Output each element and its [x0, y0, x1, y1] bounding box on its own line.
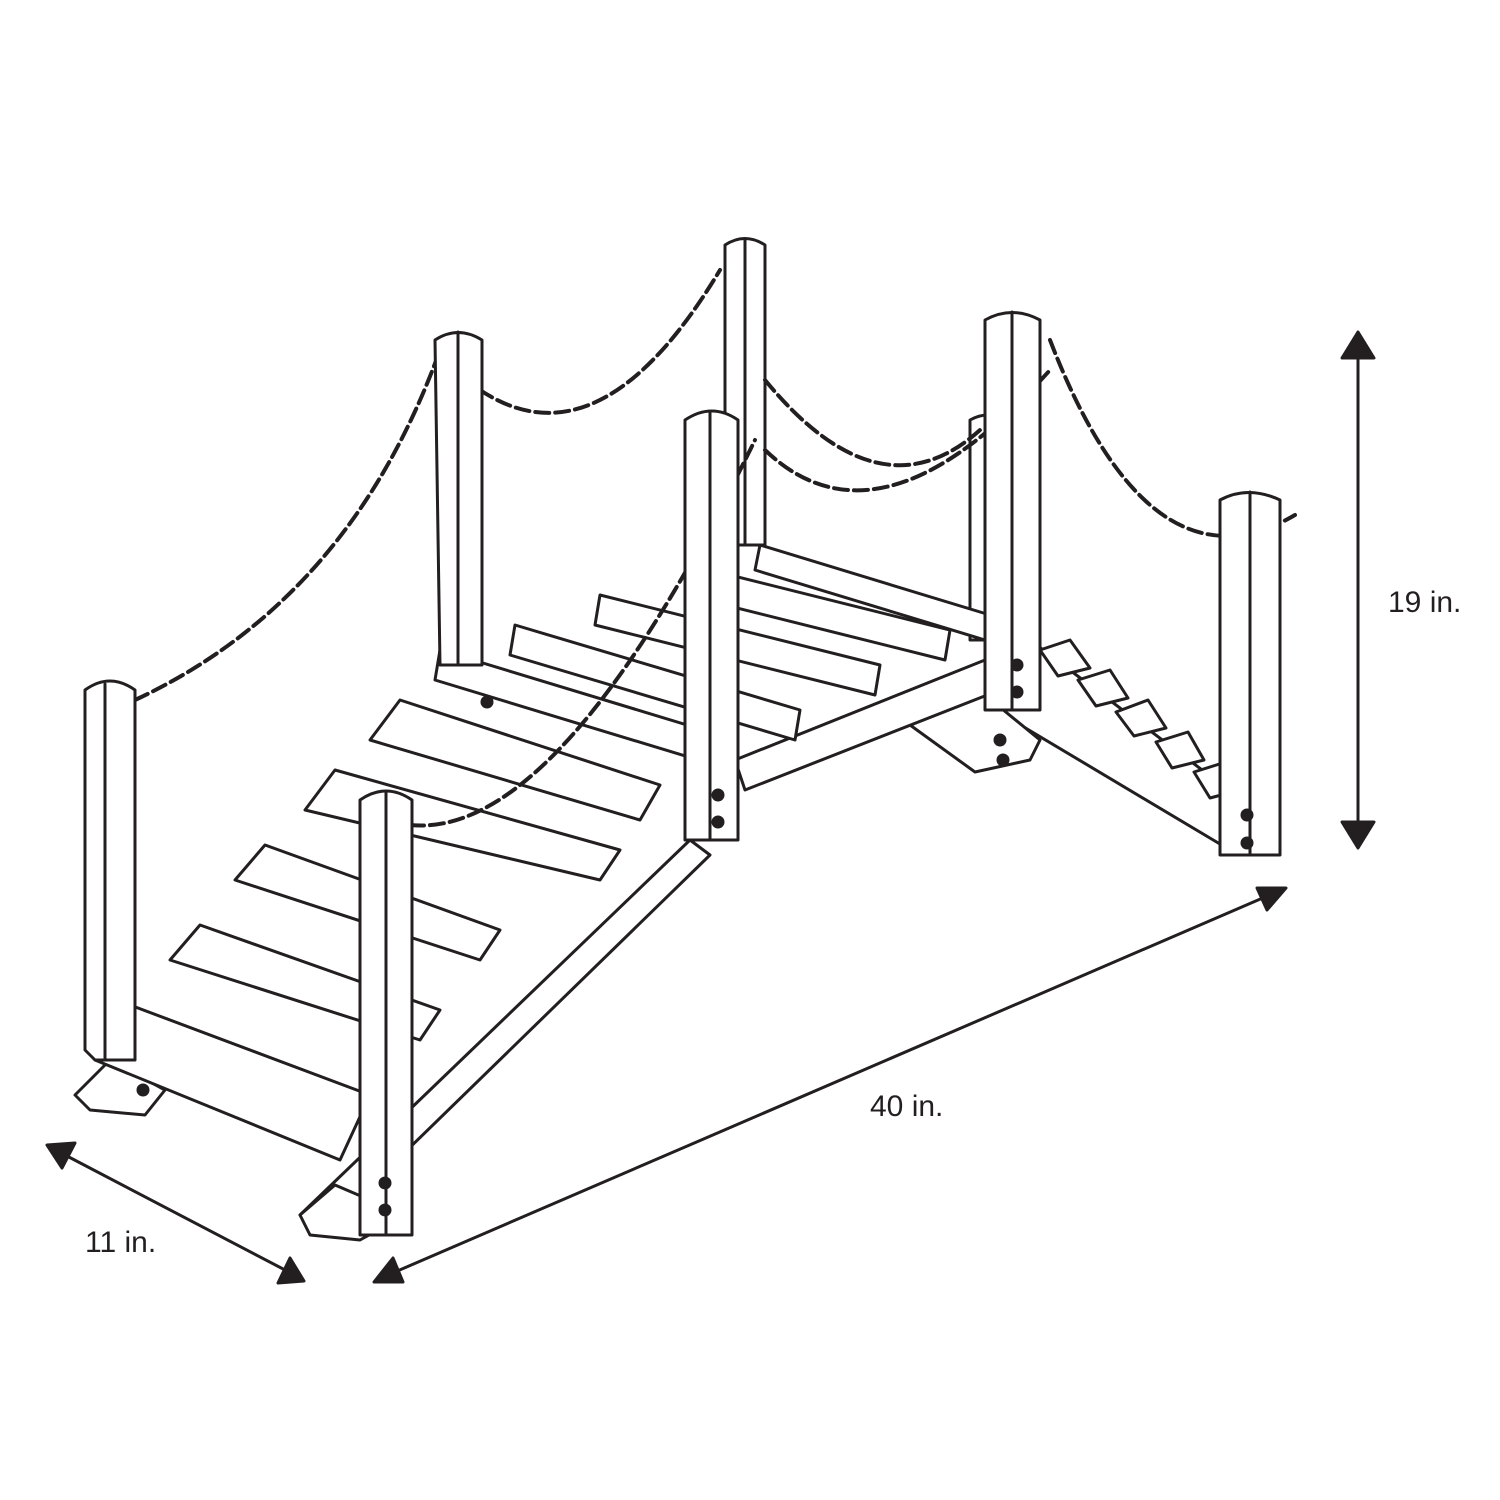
height-label: 19 in. [1388, 586, 1462, 619]
chain-left-back [478, 268, 722, 415]
bolt [711, 788, 725, 802]
height-dimension-arrow [1340, 330, 1376, 850]
bolt [1010, 658, 1024, 672]
far-right-post [1218, 490, 1282, 857]
front-post-near-right [358, 789, 414, 1237]
bolt [1240, 808, 1254, 822]
bolt [993, 733, 1007, 747]
bolt [1010, 685, 1024, 699]
front-left-foot [73, 1058, 167, 1117]
back-right-post [983, 310, 1042, 712]
bolt [480, 695, 494, 709]
bolt [378, 1203, 392, 1217]
bolt [378, 1176, 392, 1190]
bolt [711, 815, 725, 829]
bolt [136, 1083, 150, 1097]
width-dimension-arrow [45, 1141, 306, 1285]
chain-left-front [133, 348, 442, 702]
chain-center-back [763, 378, 982, 468]
length-label: 40 in. [870, 1090, 944, 1123]
front-post-rear-left [433, 330, 484, 667]
front-post-center [683, 409, 740, 842]
bolt [1240, 836, 1254, 850]
length-dimension-arrow [372, 886, 1288, 1284]
front-post-far-left [83, 679, 137, 1062]
width-label: 11 in. [85, 1226, 157, 1259]
bolt [996, 753, 1010, 767]
